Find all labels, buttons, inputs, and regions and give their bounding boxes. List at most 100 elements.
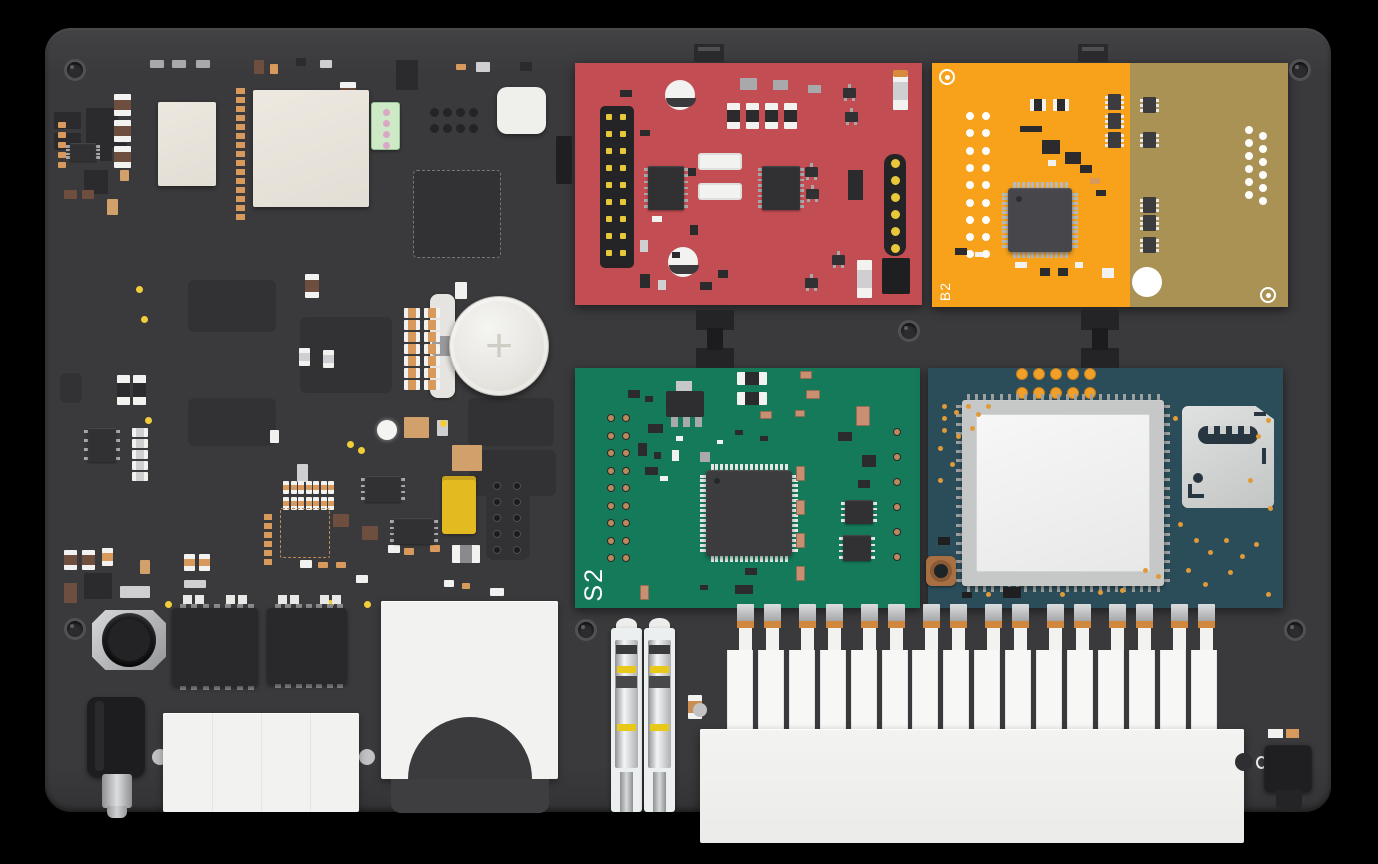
- mount-bracket: [1081, 310, 1119, 330]
- pad: [264, 550, 272, 556]
- s2-mcu-chip-pin1-dot: [714, 478, 720, 484]
- b2-mcu-chip-pin: [1040, 182, 1044, 188]
- smd-component: [858, 480, 870, 488]
- via-pad: [622, 431, 630, 440]
- via-pad: [982, 215, 990, 224]
- b2-mcu-chip-pin: [1072, 244, 1078, 248]
- smd-component: [184, 580, 206, 588]
- via-pad: [1259, 132, 1267, 140]
- ic6-pin: [1105, 139, 1108, 142]
- sot23-pin: [810, 163, 813, 167]
- resistor-copper: [795, 410, 805, 417]
- via-dot: [1265, 417, 1271, 423]
- s2-mcu-chip-pin: [730, 556, 734, 562]
- smd-ic: [365, 476, 401, 502]
- via-dot: [1239, 553, 1245, 559]
- gsm-shielded-module-pin: [1123, 586, 1127, 592]
- soic-ic-pin: [758, 199, 762, 203]
- soic-ic-pin: [758, 189, 762, 192]
- terminal-pin-tall: [943, 650, 970, 730]
- s2-mcu-chip-pin: [792, 518, 798, 522]
- qfn-chip: [267, 608, 347, 684]
- gsm-shielded-module-pin: [1164, 441, 1170, 445]
- gsm-shielded-module-pin: [1024, 586, 1028, 592]
- s2-mcu-chip-pin: [715, 556, 719, 562]
- terminal-cap-base: [1074, 621, 1091, 628]
- gsm-shielded-module-pin: [1098, 394, 1102, 400]
- via-pad: [622, 414, 630, 422]
- pad: [264, 514, 272, 520]
- led-yellow: [439, 419, 447, 427]
- soic-ic-pin: [871, 556, 875, 559]
- fuse-clip: [649, 645, 670, 654]
- via-pad: [607, 466, 615, 475]
- capacitor-band: [320, 500, 327, 507]
- capacitor-band: [136, 450, 144, 459]
- terminal-block-notch: [1235, 753, 1253, 771]
- s2-mcu-chip-pin: [749, 464, 753, 470]
- sim-mark: [1262, 448, 1266, 464]
- s2-mcu-chip-pin: [700, 538, 706, 542]
- fuse-band-yellow: [617, 724, 636, 731]
- capacitor-band: [114, 125, 131, 137]
- ic6-pin: [1140, 199, 1143, 202]
- smd-component: [676, 436, 683, 441]
- capacitor-band: [428, 344, 436, 354]
- gsm-shielded-module-pin: [983, 586, 987, 592]
- terminal-pin-tall: [1097, 650, 1124, 730]
- sot23-pin: [814, 287, 817, 291]
- s2-mcu-chip-pin: [792, 504, 798, 508]
- soic-ic-pin: [800, 205, 804, 208]
- rj45-seam: [310, 713, 311, 812]
- via-pad: [982, 181, 990, 190]
- ic-chip-cream: [158, 102, 216, 186]
- ic6-pin: [1121, 101, 1124, 104]
- screw-hole-icon: [904, 326, 908, 330]
- soic-ic-pin: [684, 186, 688, 190]
- smd-ic-pin: [66, 152, 70, 156]
- b2-mcu-chip-pin: [1002, 220, 1008, 224]
- gsm-shielded-module-pin: [1049, 394, 1053, 400]
- gsm-shielded-module-pin: [1123, 394, 1127, 400]
- terminal-cap-metal: [799, 604, 816, 623]
- smd-component: [962, 592, 972, 598]
- via-pad: [607, 414, 615, 422]
- s2-mcu-chip-pin: [764, 464, 768, 470]
- mount-bracket: [696, 348, 734, 368]
- b2-mcu-chip-pin: [1072, 197, 1078, 201]
- s2-mcu-chip-pin: [769, 556, 773, 562]
- via-dot: [1265, 591, 1271, 597]
- sot23-pin: [807, 198, 810, 202]
- soic-ic-pin: [684, 199, 688, 202]
- via-dot: [937, 445, 943, 451]
- terminal-cap-metal: [861, 604, 878, 623]
- smd-component: [58, 132, 66, 138]
- b2-mcu-chip-pin: [1072, 230, 1078, 234]
- qfn-pin: [337, 604, 343, 608]
- via-pad: [966, 181, 974, 190]
- terminal-cap-base: [1109, 621, 1126, 628]
- gsm-shielded-module-pin: [956, 431, 962, 435]
- fiducial-icon: [939, 69, 955, 85]
- via-pad: [1245, 152, 1253, 160]
- pad: [264, 541, 272, 547]
- smd-component: [1268, 729, 1283, 738]
- via-pad: [982, 146, 990, 155]
- s2-mcu-chip-pin: [700, 523, 706, 527]
- gsm-shielded-module-pin: [1090, 586, 1094, 592]
- smd-component: [84, 573, 112, 599]
- s2-mcu-chip-pin: [792, 538, 798, 542]
- silkscreen-outline: [300, 317, 392, 393]
- b2-mcu-chip-pin: [1072, 192, 1078, 196]
- via-pad: [607, 484, 615, 492]
- smd-component: [862, 455, 876, 467]
- smd-component: [196, 60, 210, 68]
- pad: [236, 169, 245, 175]
- gsm-shielded-module-pin: [956, 551, 962, 555]
- via-pad: [607, 554, 615, 562]
- mount-tab: [1082, 47, 1104, 51]
- terminal-cap-metal: [950, 604, 967, 623]
- terminal-pin-tall: [1066, 650, 1093, 730]
- via-dot: [941, 403, 947, 409]
- capacitor-band: [784, 110, 797, 122]
